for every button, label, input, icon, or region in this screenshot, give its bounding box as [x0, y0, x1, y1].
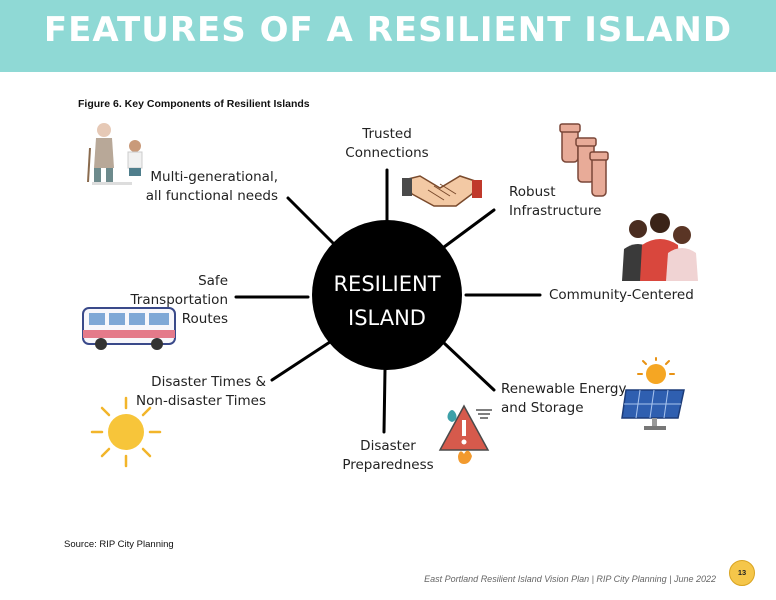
label-disaster-times: Disaster Times &Non-disaster Times	[136, 374, 266, 409]
figure-caption: Figure 6. Key Components of Resilient Is…	[78, 98, 310, 110]
hub-circle	[312, 220, 462, 370]
pipes-icon	[559, 123, 609, 197]
page-title: FEATURES OF A RESILIENT ISLAND	[43, 10, 733, 50]
source-note: Source: RIP City Planning	[64, 539, 174, 550]
solar-panel-icon	[621, 357, 685, 430]
bus-icon	[82, 307, 176, 350]
title-banner: FEATURES OF A RESILIENT ISLAND	[0, 0, 776, 72]
hub-line1: RESILIENT	[333, 272, 440, 296]
people-group-icon	[622, 213, 698, 281]
spoke-times	[270, 338, 335, 382]
page-number-badge: 13	[729, 560, 755, 586]
handshake-icon	[402, 175, 482, 207]
spoke-multigen	[286, 196, 337, 247]
sun-icon	[90, 396, 162, 468]
hub-line2: ISLAND	[348, 306, 426, 330]
page-footer: East Portland Resilient Island Vision Pl…	[424, 574, 716, 584]
spoke-preparedness	[382, 368, 387, 434]
spoke-robust	[438, 208, 496, 252]
spoke-renewable	[442, 341, 496, 392]
elder-child-icon	[87, 123, 143, 185]
label-multi-generational: Multi-generational,all functional needs	[145, 169, 278, 204]
label-community-centered: Community-Centered	[549, 287, 694, 303]
hazard-warning-icon	[438, 404, 492, 464]
